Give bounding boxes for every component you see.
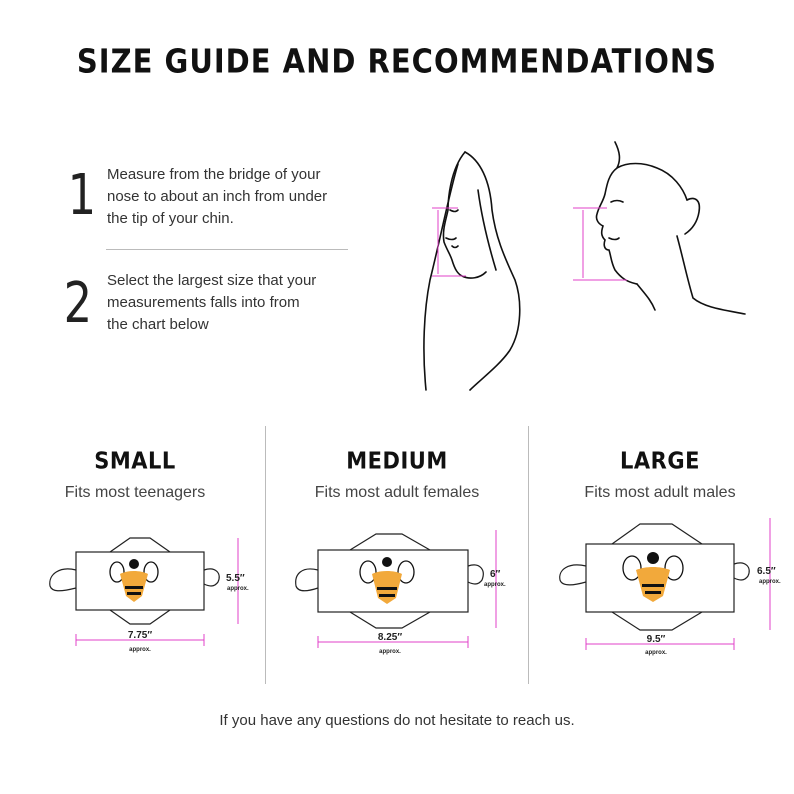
bee-icon bbox=[359, 557, 415, 604]
step-1-text: Measure from the bridge of your nose to … bbox=[107, 166, 328, 227]
step-divider bbox=[106, 249, 348, 250]
man-profile-illustration bbox=[573, 141, 746, 315]
step-1-number: 1 bbox=[67, 163, 97, 228]
mask-large-width-approx: approx. bbox=[645, 650, 667, 656]
mask-small-height-approx: approx. bbox=[227, 586, 249, 592]
mask-small-diagram: 7.75″ approx. 5.5″ approx. bbox=[49, 537, 249, 653]
mask-medium-width-approx: approx. bbox=[379, 649, 401, 655]
mask-large-height: 6.5″ bbox=[757, 566, 776, 577]
mask-medium-height-approx: approx. bbox=[484, 582, 506, 588]
mask-medium-width: 8.25″ bbox=[378, 632, 402, 643]
woman-profile-illustration bbox=[423, 151, 521, 391]
size-small-title: SMALL bbox=[94, 447, 176, 475]
mask-large-diagram: 9.5″ approx. 6.5″ approx. bbox=[559, 518, 781, 656]
mask-medium-height: 6″ bbox=[490, 569, 501, 580]
bee-icon bbox=[109, 559, 159, 602]
mask-small-height: 5.5″ bbox=[226, 573, 245, 584]
size-medium-title: MEDIUM bbox=[346, 447, 448, 475]
footer-contact-note: If you have any questions do not hesitat… bbox=[219, 712, 575, 729]
column-divider-2 bbox=[528, 426, 529, 684]
step-2-number: 2 bbox=[63, 271, 93, 336]
mask-medium-diagram: 8.25″ approx. 6″ approx. bbox=[295, 530, 506, 655]
size-small-desc: Fits most teenagers bbox=[64, 484, 206, 501]
size-large-desc: Fits most adult males bbox=[584, 484, 736, 501]
bee-icon bbox=[622, 552, 684, 602]
step-2-text: Select the largest size that your measur… bbox=[107, 272, 317, 333]
size-large-title: LARGE bbox=[620, 447, 700, 475]
size-medium-desc: Fits most adult females bbox=[314, 484, 480, 501]
mask-small-width-approx: approx. bbox=[129, 647, 151, 653]
column-divider-1 bbox=[265, 426, 266, 684]
mask-small-width: 7.75″ bbox=[128, 630, 152, 641]
mask-large-height-approx: approx. bbox=[759, 579, 781, 585]
mask-large-width: 9.5″ bbox=[647, 634, 666, 645]
page-title: SIZE GUIDE AND RECOMMENDATIONS bbox=[76, 41, 718, 81]
